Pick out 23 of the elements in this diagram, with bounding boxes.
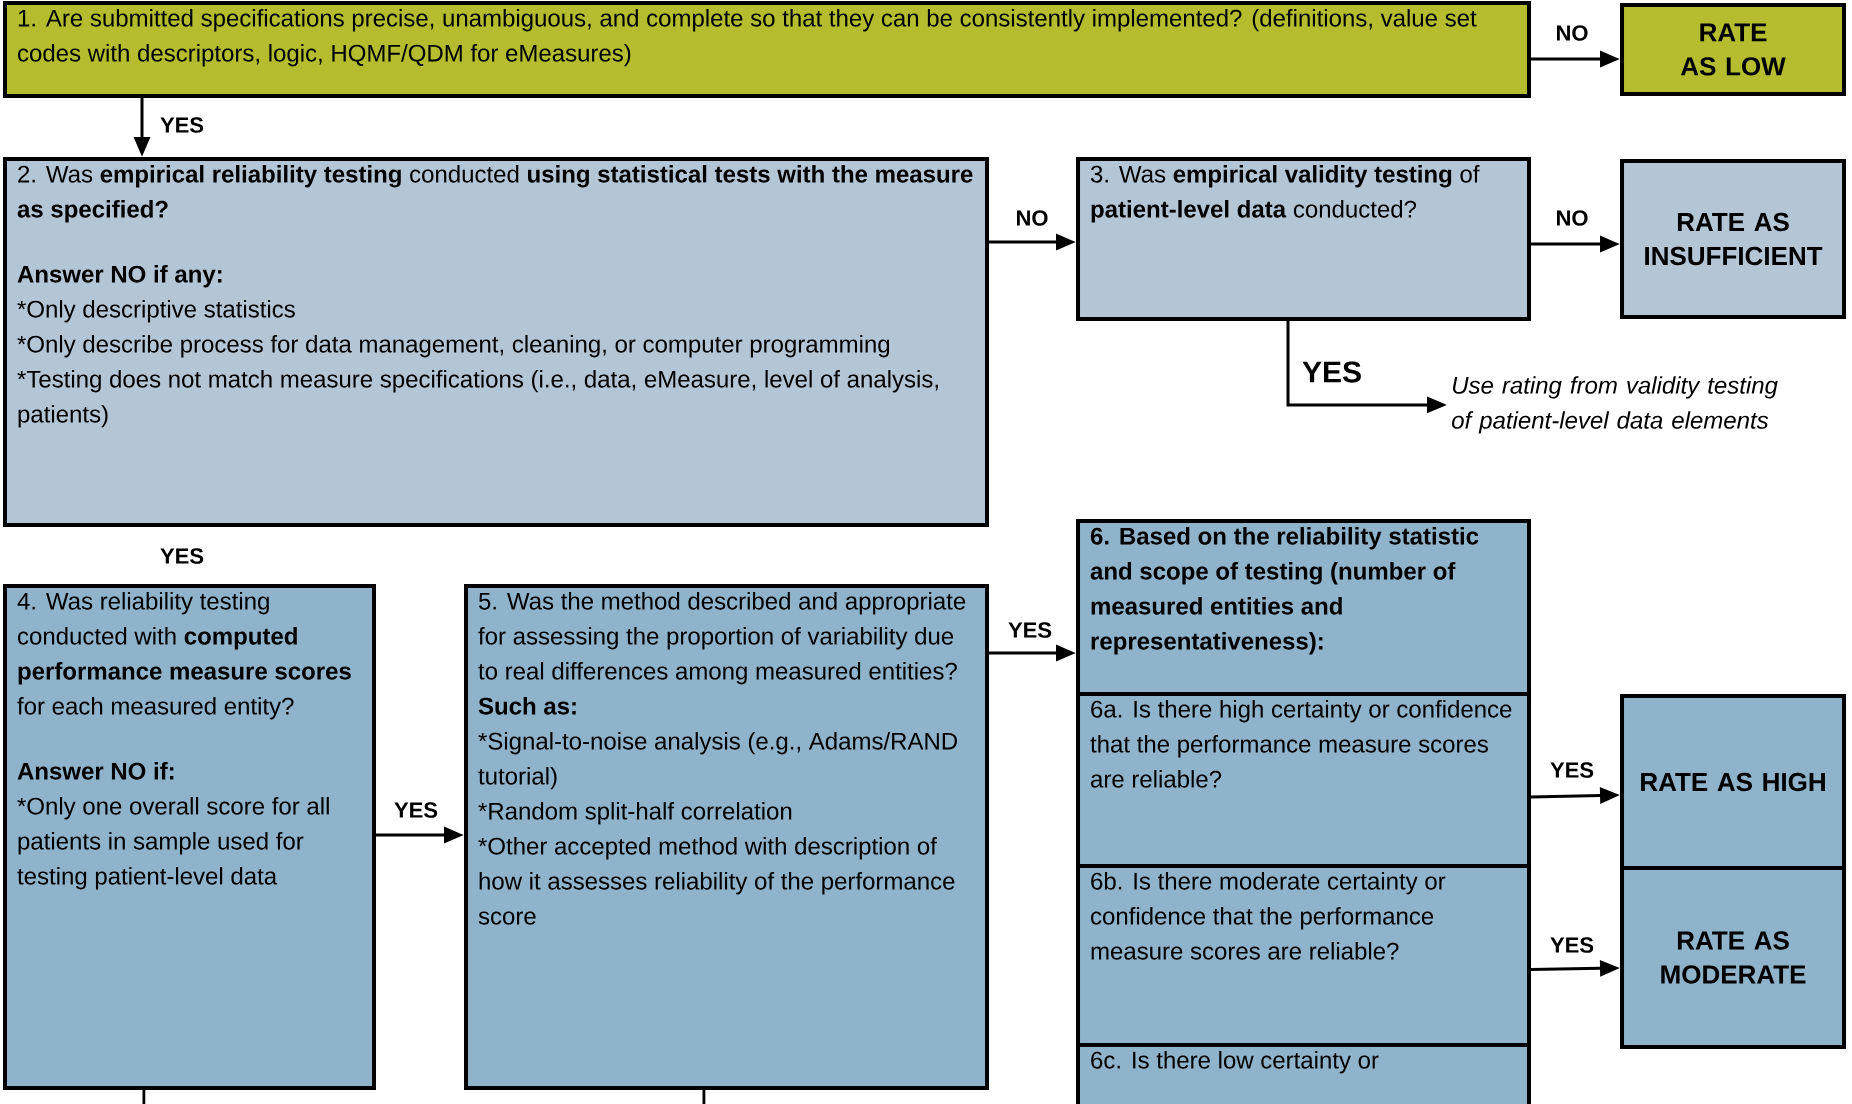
question-box: 2. Was empirical reliability testing conducted using statistical tests with the measure as specified? Answer NO if any: *Only descriptive statistics *Only describe process for data management, cleaning, or computer programming *Testing does not match measure specifications (i.e., data, eMeasure, level of analysis, patients) (3, 157, 989, 527)
edge-label: YES (1302, 361, 1361, 383)
edge-label: NO (1557, 25, 1588, 41)
question-box: 6. Based on the reliability statistic and scope of testing (number of measured entities and representativeness): (1076, 519, 1531, 700)
note-text: Use rating from validity testing of patient-level data elements (1452, 376, 1778, 434)
rating-box: RATE AS INSUFFICIENT (1620, 159, 1846, 319)
edge-label: NO (1557, 210, 1588, 226)
edge-label: YES (160, 117, 204, 133)
question-box: 4. Was reliability testing conducted with computed performance measure scores for each measured entity? Answer NO if: *Only one overall score for all patients in sample used for testing patient-level data (3, 584, 376, 1090)
edge-label: YES (1550, 937, 1594, 953)
question-box: 3. Was empirical validity testing of patient-level data conducted? (1076, 157, 1531, 321)
rating-box: RATE AS HIGH (1620, 694, 1846, 870)
edge-label: YES (1008, 622, 1052, 638)
question-box: 1. Are submitted specifications precise, unambiguous, and complete so that they can be consistently implemented? (definitions, value set codes with descriptors, logic, HQMF/QDM for eMeasures) (3, 1, 1531, 98)
edge-label: YES (394, 802, 438, 818)
question-box: 6c. Is there low certainty or (1076, 1043, 1531, 1104)
yes-label: YES (160, 548, 204, 564)
question-box: 6a. Is there high certainty or confidence that the performance measure scores are reliable? (1076, 692, 1531, 872)
rating-box: RATE AS LOW (1620, 3, 1846, 96)
edge-label: YES (1550, 762, 1594, 778)
edge-label: NO (1017, 210, 1048, 226)
question-box: 5. Was the method described and appropriate for assessing the proportion of variability due to real differences among measured entities? Such as: *Signal-to-noise analysis (e.g., Adams/RAND tutorial) *Random split-half correlation *Other accepted method with description of how it assesses reliability of the performance score (464, 584, 989, 1090)
rating-box: RATE AS MODERATE (1620, 866, 1846, 1049)
